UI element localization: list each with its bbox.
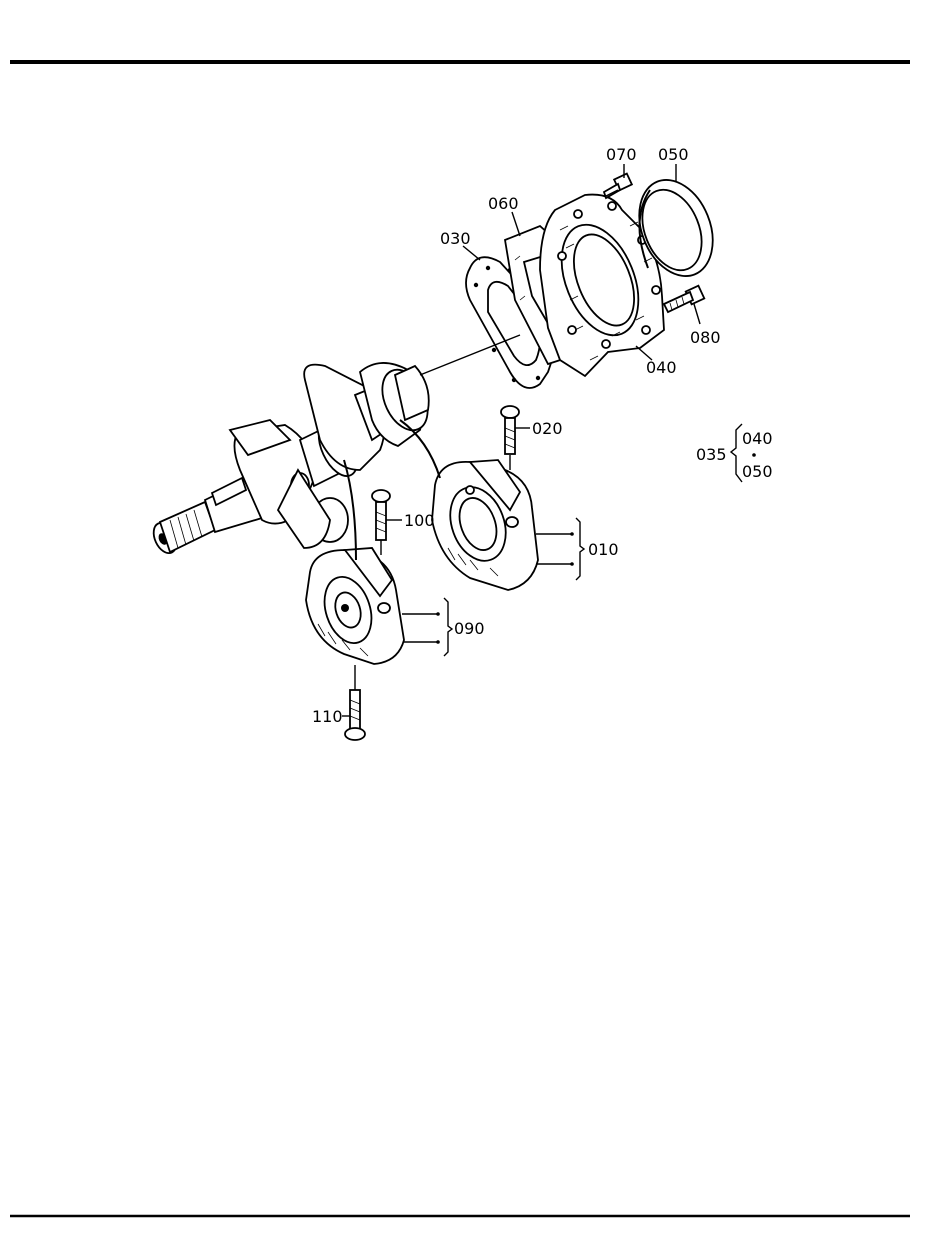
part-080-bolt	[664, 286, 704, 312]
label-110: 110	[312, 707, 343, 726]
label-030: 030	[440, 229, 471, 248]
label-020: 020	[532, 419, 563, 438]
label-040: 040	[646, 358, 677, 377]
label-070: 070	[606, 145, 637, 164]
part-020-bolt	[501, 406, 519, 454]
label-060: 060	[488, 194, 519, 213]
label-kit-050: 050	[742, 462, 773, 481]
crankshaft	[149, 363, 436, 557]
part-090-bearing-case	[306, 548, 404, 664]
label-100: 100	[404, 511, 435, 530]
label-010: 010	[588, 540, 619, 559]
label-080: 080	[690, 328, 721, 347]
part-110-bolt	[345, 690, 365, 740]
label-035: 035	[696, 445, 727, 464]
label-090: 090	[454, 619, 485, 638]
part-010-bearing-case	[432, 460, 538, 590]
label-050: 050	[658, 145, 689, 164]
part-100-bolt	[372, 490, 390, 540]
label-kit-040: 040	[742, 429, 773, 448]
